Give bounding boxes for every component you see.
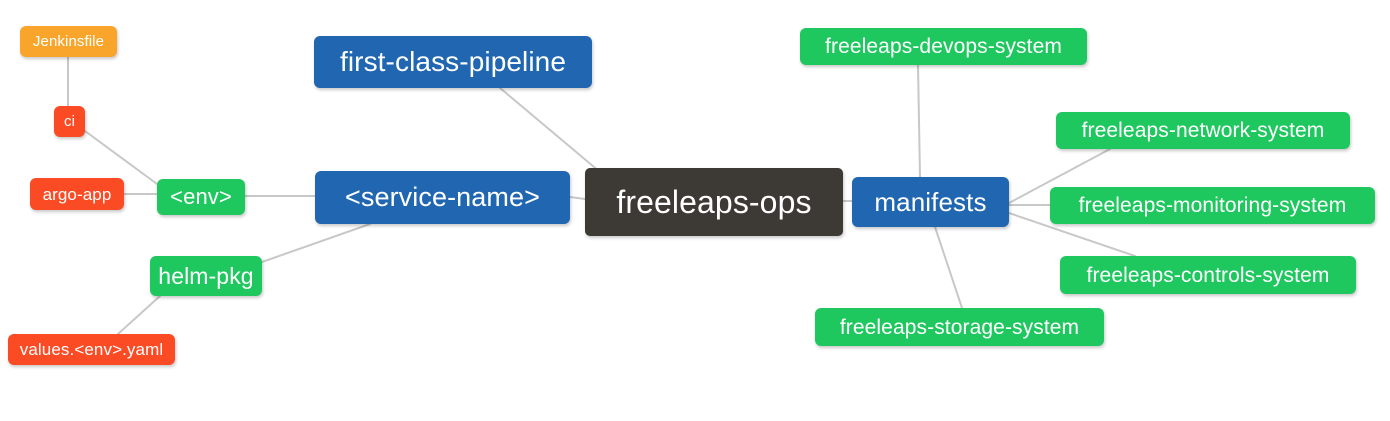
edge-env-to-ci — [84, 130, 158, 185]
node-freeleaps-storage-system[interactable]: freeleaps-storage-system — [815, 308, 1104, 346]
node-argo-app[interactable]: argo-app — [30, 178, 124, 210]
node-first-class-pipeline[interactable]: first-class-pipeline — [314, 36, 592, 88]
node-service-name[interactable]: <service-name> — [315, 171, 570, 224]
node-freeleaps-monitoring-system[interactable]: freeleaps-monitoring-system — [1050, 187, 1375, 224]
edge-freeleaps-ops-to-service-name — [569, 196, 586, 200]
node-jenkinsfile[interactable]: Jenkinsfile — [20, 26, 117, 57]
node-values-env-yaml[interactable]: values.<env>.yaml — [8, 334, 175, 365]
edge-helm-pkg-to-values-env-yaml — [117, 295, 161, 335]
node-env[interactable]: <env> — [157, 179, 245, 215]
node-manifests[interactable]: manifests — [852, 177, 1009, 227]
edge-manifests-to-freeleaps-devops-system — [917, 64, 921, 178]
node-freeleaps-devops-system[interactable]: freeleaps-devops-system — [800, 28, 1087, 65]
edge-service-name-to-helm-pkg — [261, 223, 371, 263]
node-ci[interactable]: ci — [54, 106, 85, 137]
node-helm-pkg[interactable]: helm-pkg — [150, 256, 262, 296]
edge-freeleaps-ops-to-first-class-pipeline — [499, 87, 601, 173]
edge-manifests-to-freeleaps-storage-system — [934, 226, 963, 309]
node-freeleaps-ops[interactable]: freeleaps-ops — [585, 168, 843, 236]
node-freeleaps-network-system[interactable]: freeleaps-network-system — [1056, 112, 1350, 149]
node-freeleaps-controls-system[interactable]: freeleaps-controls-system — [1060, 256, 1356, 294]
